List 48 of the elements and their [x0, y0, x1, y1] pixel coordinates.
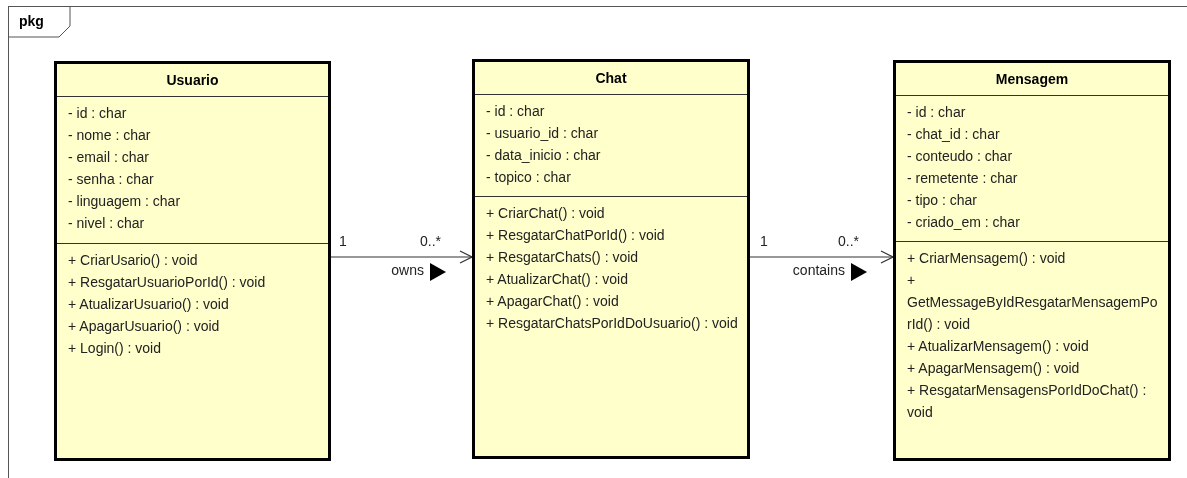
attribute-text: - email : char: [68, 148, 150, 167]
edge-label: contains: [792, 262, 845, 278]
attribute-text: - linguagem : char: [68, 192, 182, 211]
multiplicity-label: 0..*: [420, 233, 441, 249]
method-text: + GetMessageByIdResgatarMensagemPorId() : void: [907, 271, 1159, 334]
method-text: + Login() : void: [68, 339, 162, 358]
attribute-text: - nivel : char: [68, 214, 146, 233]
class-name: Chat: [475, 62, 747, 95]
attribute-text: - nome : char: [68, 126, 152, 145]
attribute-text: - remetente : char: [907, 169, 1019, 188]
class-box: [54, 61, 331, 461]
attribute-text: - conteudo : char: [907, 147, 1014, 166]
method-text: + ResgatarChatsPorIdDoUsuario() : void: [486, 314, 739, 333]
association-arrow: [749, 250, 894, 264]
method-text: + CriarMensagem() : void: [907, 249, 1067, 268]
method-text: + CriarChat() : void: [486, 204, 606, 223]
attribute-text: - chat_id : char: [907, 125, 1001, 144]
edge-label: owns: [391, 262, 424, 278]
association-arrow: [330, 250, 473, 264]
method-text: + ResgatarMensagensPorIdDoChat() : void: [907, 381, 1148, 422]
attribute-text: - tipo : char: [907, 191, 979, 210]
package-frame: [8, 6, 1187, 478]
method-text: + ResgatarChats() : void: [486, 248, 640, 267]
method-text: + AtualizarChat() : void: [486, 270, 629, 289]
multiplicity-label: 1: [339, 233, 347, 249]
method-text: + ResgatarChatPorId() : void: [486, 226, 666, 245]
method-text: + ApagarChat() : void: [486, 292, 620, 311]
attribute-text: - id : char: [486, 102, 546, 121]
method-text: + AtualizarUsuario() : void: [68, 295, 230, 314]
attribute-text: - topico : char: [486, 168, 572, 187]
class-name: Usuario: [57, 64, 328, 97]
method-text: + AtualizarMensagem() : void: [907, 337, 1090, 356]
method-text: + ApagarUsuario() : void: [68, 317, 221, 336]
attribute-text: - id : char: [907, 103, 967, 122]
attribute-text: - senha : char: [68, 170, 155, 189]
attribute-text: - id : char: [68, 104, 128, 123]
attribute-text: - data_inicio : char: [486, 146, 602, 165]
method-text: + CriarUsario() : void: [68, 251, 199, 270]
class-name: Mensagem: [896, 63, 1168, 96]
method-text: + ResgatarUsuarioPorId() : void: [68, 273, 267, 292]
multiplicity-label: 0..*: [838, 233, 859, 249]
package-label: pkg: [19, 13, 44, 29]
method-text: + ApagarMensagem() : void: [907, 359, 1081, 378]
attribute-text: - criado_em : char: [907, 213, 1021, 232]
multiplicity-label: 1: [760, 233, 768, 249]
class-box: [472, 59, 750, 459]
attribute-text: - usuario_id : char: [486, 124, 600, 143]
class-box: [893, 60, 1171, 461]
